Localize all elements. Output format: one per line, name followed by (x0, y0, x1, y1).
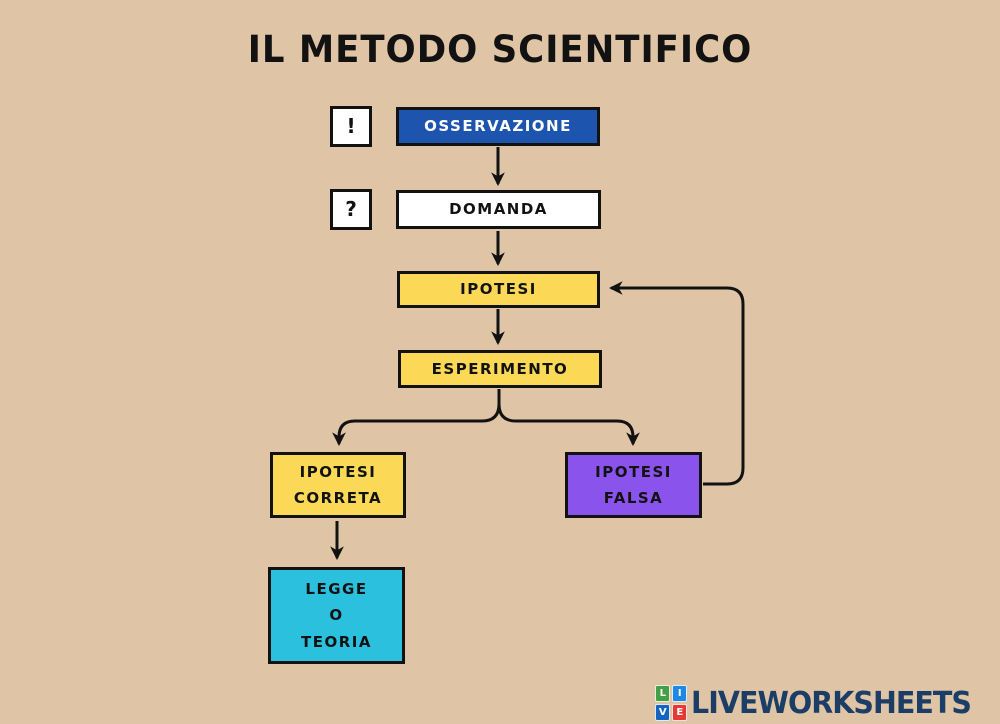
liveworksheets-wordmark: LIVEWORKSHEETS (691, 685, 972, 721)
logo-tile-i: I (672, 685, 688, 702)
liveworksheets-tiles-icon: L I V E (654, 684, 688, 722)
node-domanda: DOMANDA (396, 190, 601, 229)
liveworksheets-logo[interactable]: L I V E LIVEWORKSHEETS (654, 684, 986, 722)
logo-tile-e: E (672, 704, 688, 721)
node-osservazione: OSSERVAZIONE (396, 107, 600, 146)
node-legge-o-teoria: LEGGE O TEORIA (268, 567, 405, 664)
page-title: IL METODO SCIENTIFICO (247, 28, 753, 71)
node-question-marker: ? (330, 189, 372, 230)
arrow-esperimento-ipotesi-falsa (497, 403, 640, 447)
node-exclamation-marker: ! (330, 106, 372, 147)
node-ipotesi-corretta: IPOTESI CORRETA (270, 452, 406, 518)
logo-tile-v: V (655, 704, 671, 721)
node-esperimento: ESPERIMENTO (398, 350, 602, 388)
arrow-esperimento-ipotesi-corretta (332, 389, 501, 447)
node-ipotesi: IPOTESI (397, 271, 600, 308)
logo-tile-l: L (655, 685, 671, 702)
node-ipotesi-falsa: IPOTESI FALSA (565, 452, 702, 518)
